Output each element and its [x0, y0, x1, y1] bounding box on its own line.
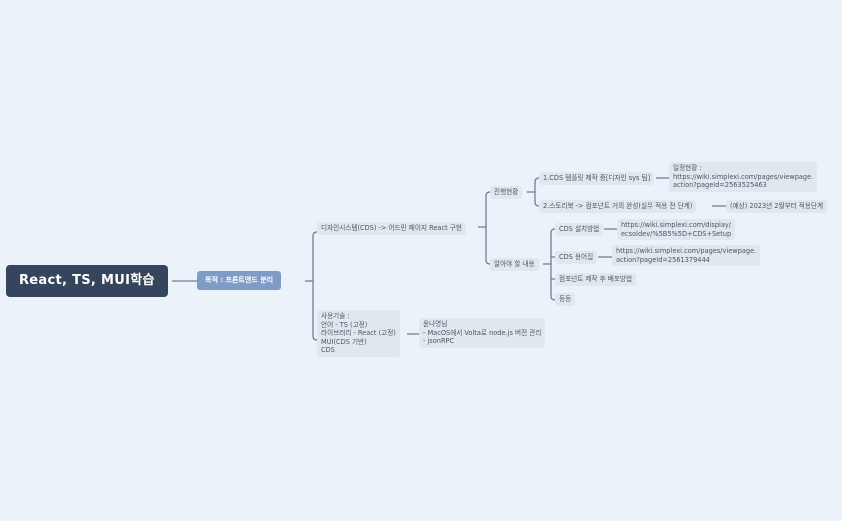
- knowledge-node[interactable]: 알아야 할 내용: [490, 258, 539, 271]
- progress-item-storybook[interactable]: 2.스토리북 -> 컴포넌트 거의 완성(실무 적용 전 단계): [539, 200, 697, 213]
- design-system-node[interactable]: 디자인시스템(CDS) -> 어드민 페이지 React 구현: [317, 222, 466, 235]
- etc-node[interactable]: 등등: [555, 293, 576, 306]
- progress-node[interactable]: 진행현황: [490, 186, 523, 199]
- component-deploy-node[interactable]: 컴포넌트 제작 후 배포방법: [555, 273, 637, 286]
- schedule-link-node[interactable]: 일정현황 : https://wiki.simplexi.com/pages/v…: [669, 162, 818, 192]
- cds-install-link-node[interactable]: https://wiki.simplexi.com/display/ ecsol…: [617, 219, 736, 241]
- tech-note-node[interactable]: 윤나영님 - MacOS에서 Volta로 node.js 버전 관리 - js…: [419, 318, 546, 348]
- cds-glossary-node[interactable]: CDS 용어집: [555, 251, 598, 264]
- expected-date-node[interactable]: (예상) 2023년 2월부터 적용단계: [726, 200, 828, 213]
- purpose-node[interactable]: 목적 : 프론트엔드 분리: [197, 271, 282, 290]
- cds-install-node[interactable]: CDS 설치방법: [555, 223, 604, 236]
- cds-glossary-link-node[interactable]: https://wiki.simplexi.com/pages/viewpage…: [612, 245, 761, 267]
- progress-item-cds-template[interactable]: 1.CDS 템플릿 제작 중[디자인 sys 팀]: [539, 172, 655, 185]
- tech-stack-node[interactable]: 사용기술 : 언어 - TS (고정) 라이브러리 - React (고정) M…: [317, 310, 400, 357]
- root-node[interactable]: React, TS, MUI학습: [6, 265, 168, 297]
